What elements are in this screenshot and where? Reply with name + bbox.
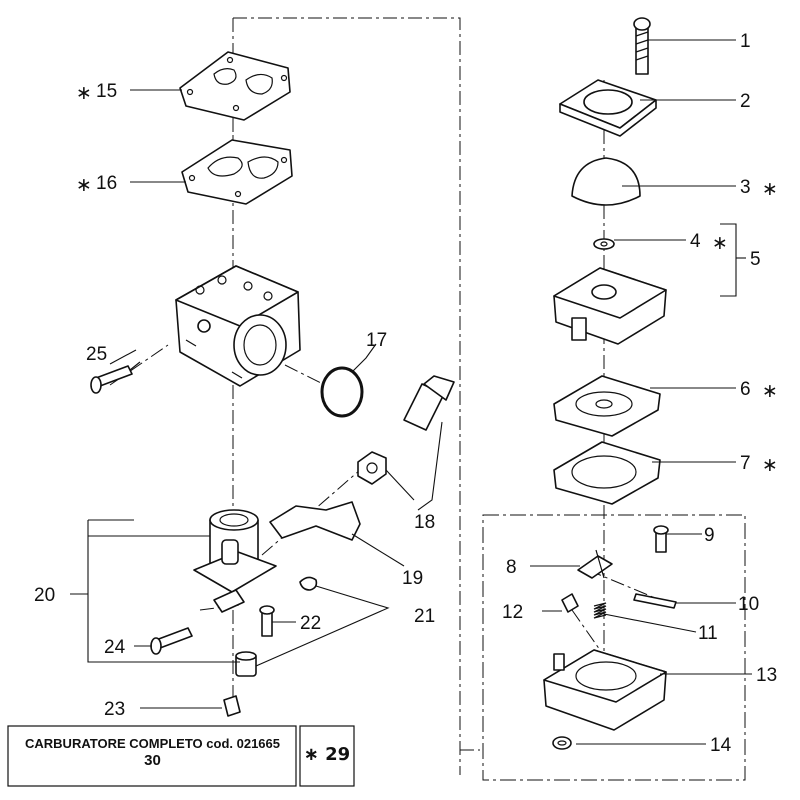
oring-17 [320, 366, 364, 418]
bracket-19 [269, 501, 361, 541]
callout-16-star: ∗ [76, 174, 92, 196]
screw-1 [633, 17, 651, 75]
caption-box [7, 725, 297, 787]
callout-14: 14 [710, 735, 732, 756]
screen-14 [552, 736, 572, 750]
leader-lines [70, 39, 752, 745]
callout-7-star: ∗ [762, 454, 778, 476]
metering-body-13 [543, 649, 667, 731]
gasket-15 [179, 51, 291, 121]
callout-labels: 1 2 3 ∗ 4 ∗ 5 6 ∗ 7 ∗ 8 9 10 11 12 13 14… [34, 31, 778, 756]
caption-title: CARBURATORE COMPLETO cod. 021665 [25, 736, 280, 751]
gasket-7 [553, 441, 661, 505]
callout-22: 22 [300, 613, 321, 634]
needle-12 [561, 593, 579, 613]
callout-15-star: ∗ [76, 82, 92, 104]
callout-3: 3 [740, 177, 751, 198]
callout-24: 24 [104, 637, 126, 658]
callout-8: 8 [506, 557, 517, 578]
callout-4-star: ∗ [712, 232, 728, 254]
callout-10: 10 [738, 594, 759, 615]
fitting-18 [357, 375, 455, 485]
screw-25 [90, 361, 141, 394]
callout-25: 25 [86, 344, 107, 365]
callout-20: 20 [34, 585, 55, 606]
callout-3-star: ∗ [762, 178, 778, 200]
callout-6-star: ∗ [762, 380, 778, 402]
screw-22 [259, 605, 275, 637]
carburetor-body [175, 265, 301, 387]
gasket-16 [181, 139, 293, 205]
caption-code: 30 [144, 752, 161, 769]
callout-15: 15 [96, 81, 117, 102]
callout-6: 6 [740, 379, 751, 400]
needle-lever-8 [577, 549, 613, 579]
parts-21 [235, 576, 318, 677]
part-23 [223, 695, 241, 717]
callout-9: 9 [704, 525, 715, 546]
kit-label: ∗ 29 [303, 744, 351, 765]
callout-11: 11 [698, 623, 718, 644]
screw-24 [150, 627, 193, 655]
callout-2: 2 [740, 91, 751, 112]
callout-7: 7 [740, 453, 751, 474]
kit-box [299, 725, 355, 787]
callout-4: 4 [690, 231, 701, 252]
callout-17: 17 [366, 330, 387, 351]
callout-16: 16 [96, 173, 117, 194]
throttle-body-20 [193, 509, 277, 613]
subassembly-box [482, 514, 746, 781]
pin-10 [633, 593, 677, 609]
callout-21: 21 [414, 606, 435, 627]
diaphragm-6 [553, 375, 661, 437]
callout-1: 1 [740, 31, 751, 52]
callout-5: 5 [750, 249, 761, 270]
washer-4 [593, 238, 615, 250]
callout-12: 12 [502, 602, 523, 623]
cover-2 [559, 79, 657, 137]
callout-18: 18 [414, 512, 435, 533]
callout-23: 23 [104, 699, 125, 720]
pump-body-5 [553, 267, 667, 345]
primer-bulb-3 [571, 157, 641, 206]
spring-11 [593, 602, 607, 619]
callout-19: 19 [402, 568, 423, 589]
screw-9 [653, 525, 669, 553]
callout-13: 13 [756, 665, 777, 686]
